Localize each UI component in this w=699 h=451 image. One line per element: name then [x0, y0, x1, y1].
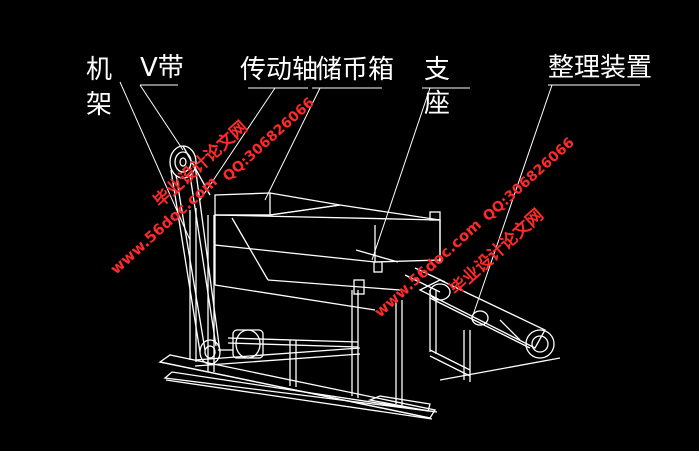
coin-box-label: 储币箱 — [316, 55, 394, 85]
leader-lines — [119, 81, 640, 319]
coin-box — [214, 192, 441, 311]
support-label-top: 支 — [424, 55, 450, 85]
drive-shaft — [353, 249, 399, 295]
support-label-bottom: 座 — [424, 89, 450, 119]
sorting-device-label: 整理装置 — [548, 53, 652, 83]
frame-label-bottom: 架 — [86, 90, 112, 120]
machine-linework — [158, 145, 561, 420]
motor — [218, 329, 264, 359]
v-belt-drive — [169, 145, 221, 365]
frame-label-top: 机 — [86, 55, 112, 85]
v-belt-label: V带 — [140, 53, 184, 83]
drive-shaft-label: 传动轴 — [240, 55, 318, 85]
base-frame — [158, 337, 561, 420]
